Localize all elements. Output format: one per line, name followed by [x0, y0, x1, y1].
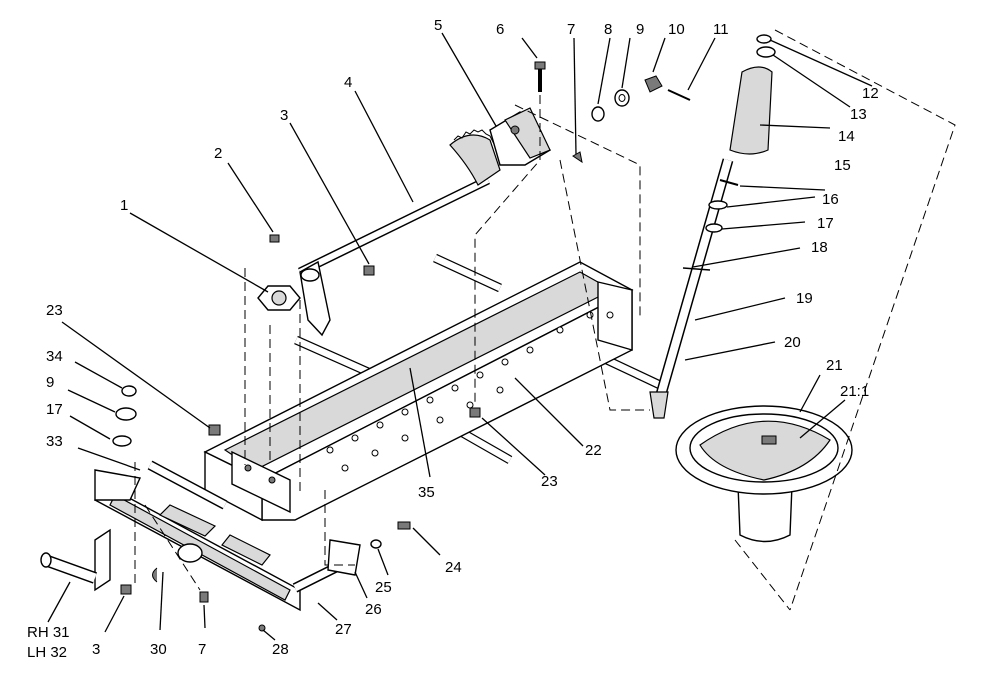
callout-3-shaft: 3	[280, 107, 288, 124]
callout-21-1: 21:1	[840, 383, 869, 400]
callout-30: 30	[150, 641, 167, 658]
callout-15: 15	[834, 157, 851, 174]
callout-12: 12	[862, 85, 879, 102]
callout-4: 4	[344, 74, 352, 91]
assembly-lines	[134, 29, 956, 611]
frame-assembly	[203, 253, 662, 522]
callout-23-right: 23	[541, 473, 558, 490]
callout-19: 19	[796, 290, 813, 307]
callout-18: 18	[811, 239, 828, 256]
callout-13: 13	[850, 106, 867, 123]
callout-9-top: 9	[636, 21, 644, 38]
callout-35: 35	[418, 484, 435, 501]
callout-14: 14	[838, 128, 855, 145]
callout-11: 11	[713, 21, 729, 38]
callout-1: 1	[120, 197, 128, 214]
steering-column	[649, 66, 773, 419]
callout-8: 8	[604, 21, 612, 38]
callout-33: 33	[46, 433, 63, 450]
axle-hardware	[112, 385, 411, 632]
callout-17-column: 17	[817, 215, 834, 232]
callout-labels: 1 2 3 4 5 6 7 8 9 10 11 12 13 14 15 16 1…	[27, 17, 879, 661]
hardware	[208, 34, 776, 436]
callout-6: 6	[496, 21, 504, 38]
callout-17-axle: 17	[46, 401, 63, 418]
callout-rh-31: RH 31	[27, 624, 70, 641]
callout-10: 10	[668, 21, 685, 38]
callout-28: 28	[272, 641, 289, 658]
sector-gear	[449, 107, 552, 186]
callout-lh-32: LH 32	[27, 644, 67, 661]
callout-9-axle: 9	[46, 374, 54, 391]
callout-34: 34	[46, 348, 63, 365]
steering-shaft	[298, 175, 490, 337]
callout-22: 22	[585, 442, 602, 459]
callout-24: 24	[445, 559, 462, 576]
flange-bearing	[257, 285, 301, 311]
callout-3-axle: 3	[92, 641, 100, 658]
callout-7-axle: 7	[198, 641, 206, 658]
callout-25: 25	[375, 579, 392, 596]
steering-wheel	[675, 405, 853, 543]
callout-27: 27	[335, 621, 352, 638]
callout-26: 26	[365, 601, 382, 618]
callout-23-left: 23	[46, 302, 63, 319]
callout-20: 20	[784, 334, 801, 351]
callout-16: 16	[822, 191, 839, 208]
callout-2: 2	[214, 145, 222, 162]
callout-21: 21	[826, 357, 843, 374]
callout-7-top: 7	[567, 21, 575, 38]
leader-lines	[47, 32, 873, 641]
callout-5: 5	[434, 17, 442, 34]
